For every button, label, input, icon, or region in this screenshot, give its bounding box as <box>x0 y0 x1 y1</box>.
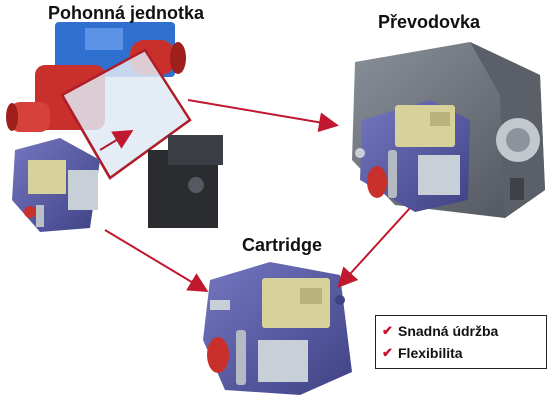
drive-unit-label: Pohonná jednotka <box>48 3 205 23</box>
gearbox-accumulator <box>388 150 397 198</box>
benefits-box: ✔ Snadná údržba ✔ Flexibilita <box>375 315 547 369</box>
benefit-text: Flexibilita <box>398 345 463 361</box>
arrow-gearbox-to-cartridge <box>337 207 411 288</box>
benefit-item: ✔ Snadná údržba <box>382 320 540 342</box>
cartridge-accumulator <box>236 330 246 385</box>
benefit-item: ✔ Flexibilita <box>382 342 540 364</box>
cartridge-illustration <box>203 262 352 395</box>
drive-unit-transparent-cutaway <box>62 50 190 178</box>
drive-unit-illustration <box>6 22 223 232</box>
check-icon: ✔ <box>382 323 393 338</box>
gearbox-label: Převodovka <box>378 12 481 32</box>
benefit-text: Snadná údržba <box>398 323 499 339</box>
arrow-to-gearbox <box>187 99 339 133</box>
arrow-to-cartridge <box>104 229 209 293</box>
cartridge-label: Cartridge <box>242 235 323 255</box>
gearbox-illustration <box>352 42 545 218</box>
check-icon: ✔ <box>382 345 393 360</box>
